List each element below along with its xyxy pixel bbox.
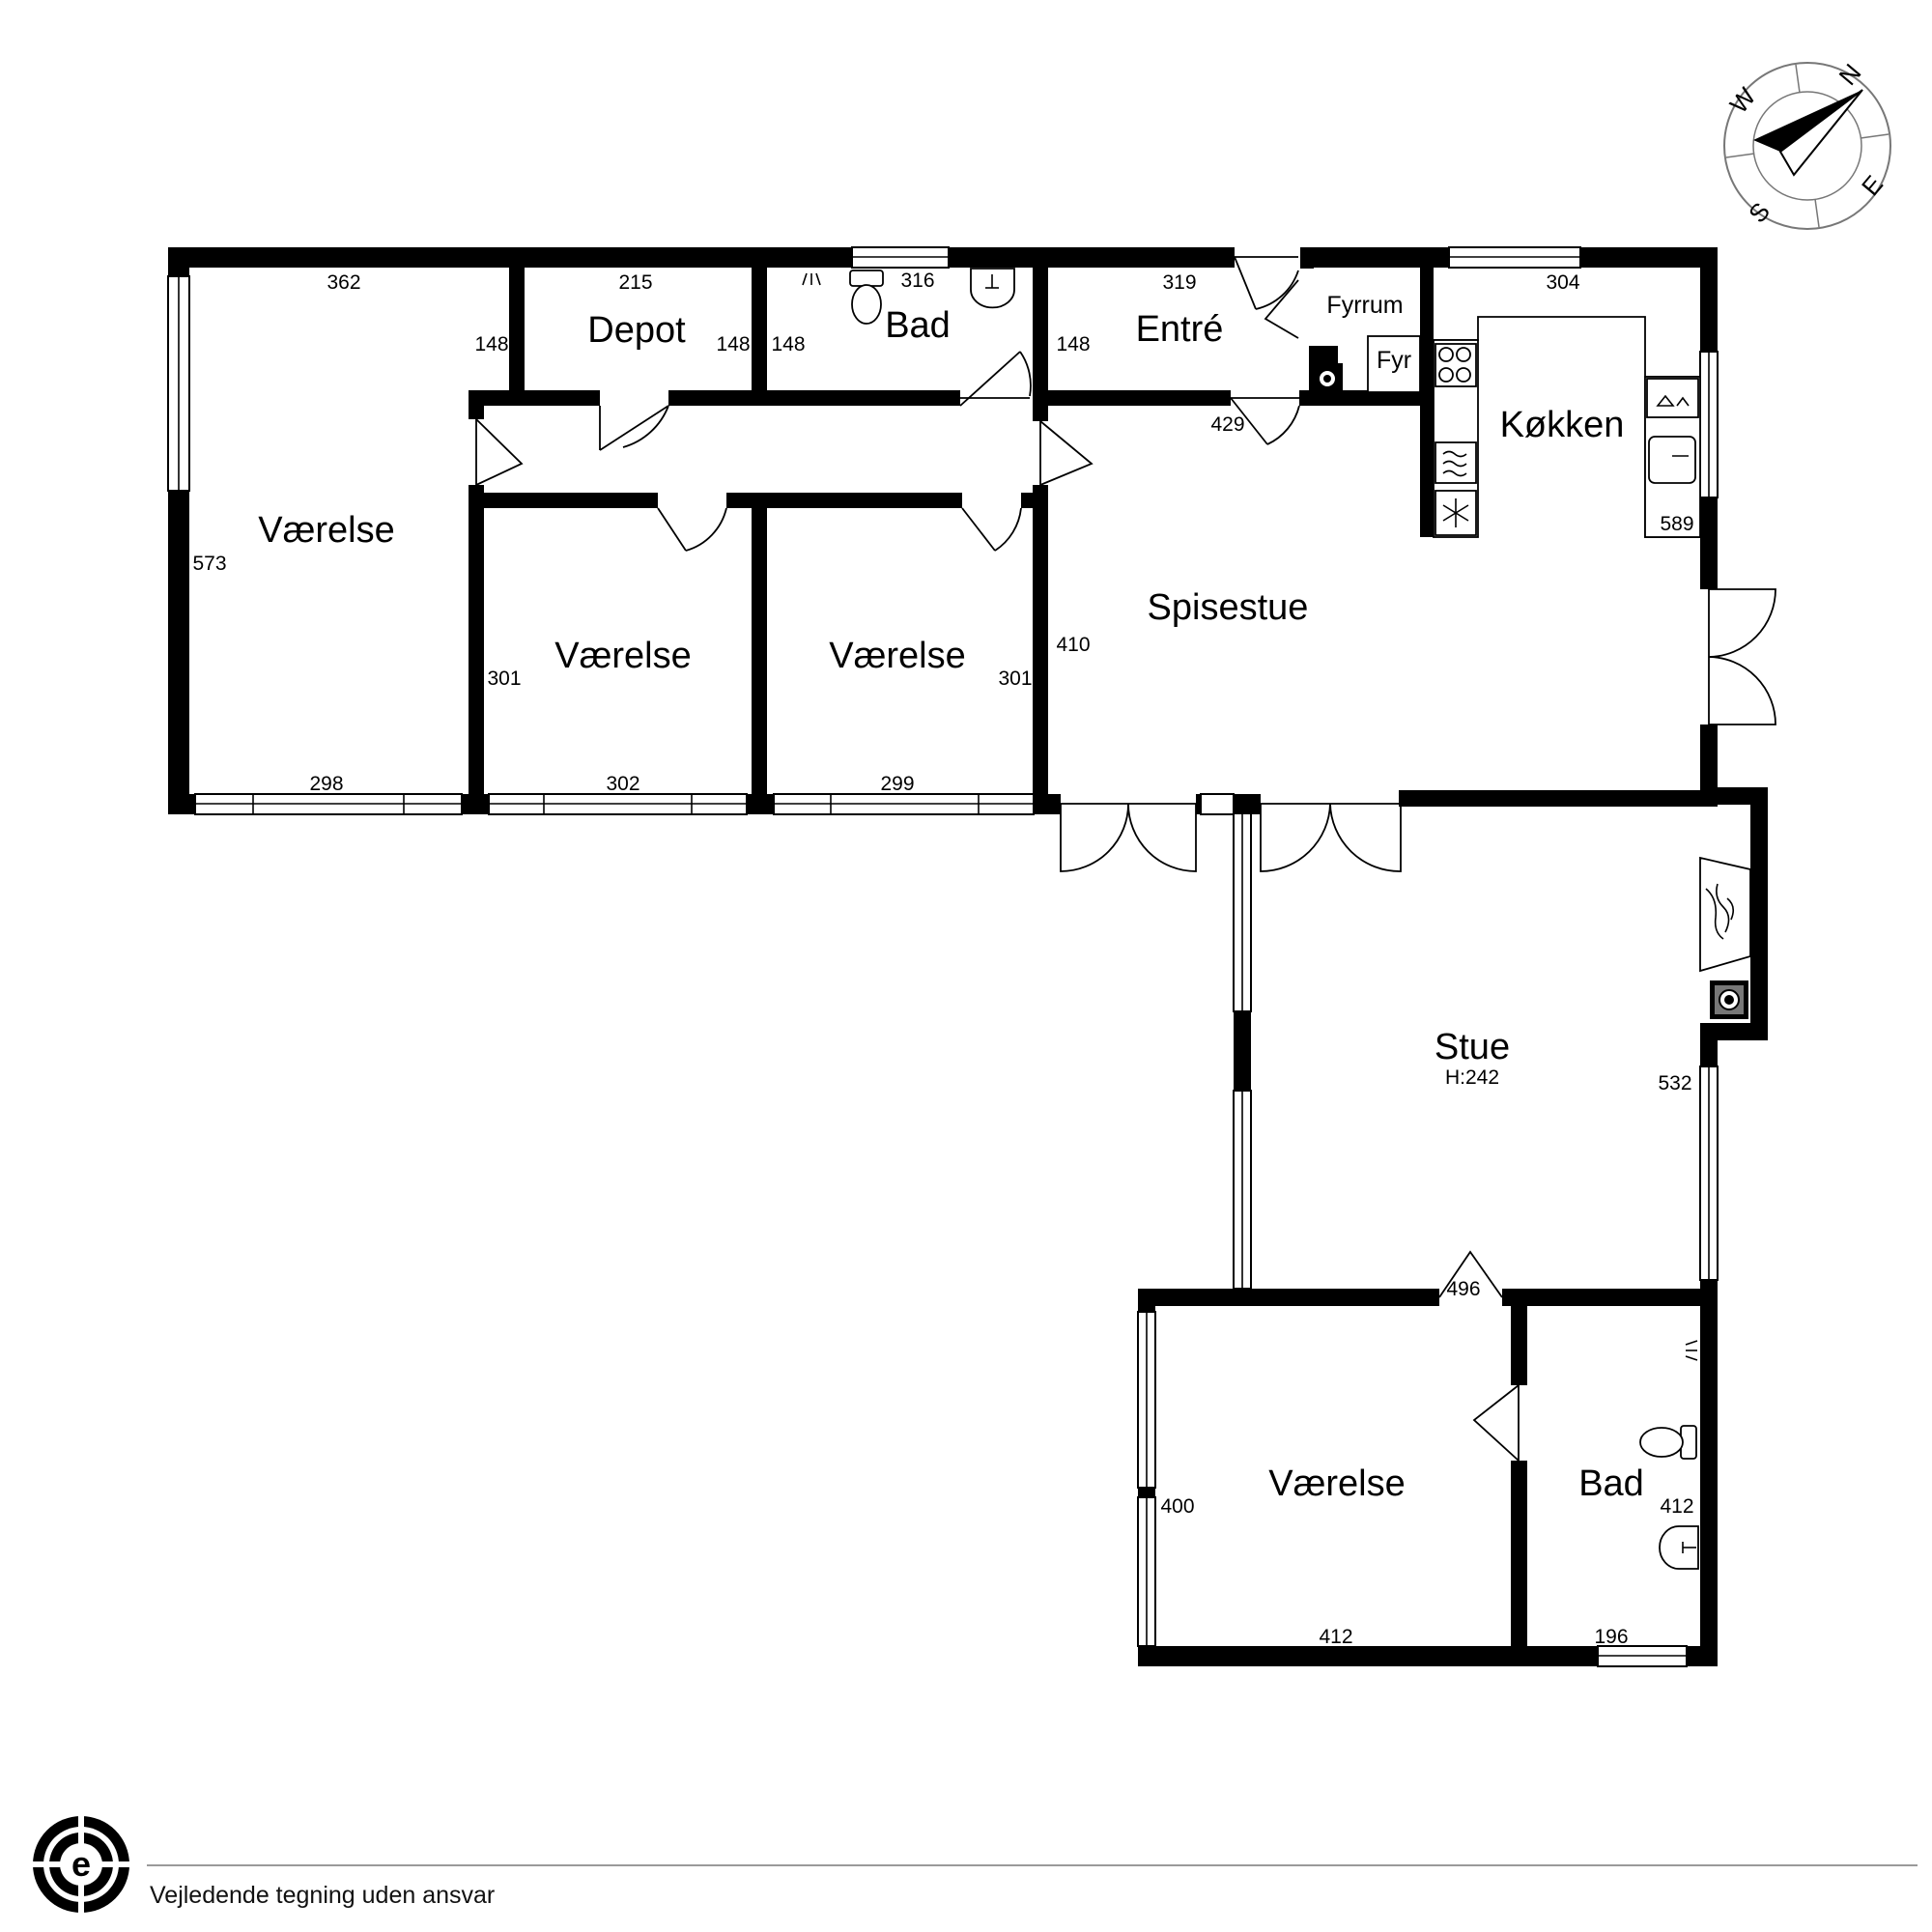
fixtures	[802, 268, 1751, 1570]
room-label-vaerelse-nw: Værelse	[258, 510, 395, 551]
dim-label: 532	[1658, 1072, 1691, 1094]
doors	[475, 256, 1776, 1462]
room-label-spisestue: Spisestue	[1148, 587, 1309, 628]
oven-icon	[1435, 441, 1477, 484]
dim-label: 148	[716, 333, 750, 355]
stove-icon	[1435, 343, 1477, 387]
shower-icon	[1685, 1340, 1698, 1361]
dim-label: 319	[1162, 271, 1196, 294]
dim-label: 589	[1660, 513, 1693, 535]
dim-label: 496	[1446, 1278, 1480, 1300]
toilet-icon	[1639, 1425, 1697, 1460]
dim-label: 148	[1056, 333, 1090, 355]
room-height-stue: H:242	[1445, 1066, 1499, 1089]
shower-icon	[802, 272, 821, 286]
dim-label: 429	[1210, 413, 1244, 436]
fireplace-icon	[1699, 856, 1751, 973]
room-label-fyr: Fyr	[1377, 347, 1411, 374]
dim-label: 301	[487, 668, 521, 690]
footer-divider	[147, 1864, 1918, 1866]
room-label-bad-top: Bad	[885, 305, 951, 346]
dim-label: 412	[1319, 1626, 1352, 1648]
room-label-stue: Stue	[1435, 1027, 1510, 1067]
walls	[168, 247, 1768, 1666]
room-label-entre: Entré	[1136, 309, 1224, 350]
sink-icon	[970, 268, 1015, 309]
dim-label: 215	[618, 271, 652, 294]
compass-rose: N E S W	[1723, 58, 1891, 230]
room-label-vaerelse-se: Værelse	[1268, 1463, 1406, 1504]
room-label-bad-bottom: Bad	[1578, 1463, 1644, 1504]
dim-label: 573	[192, 553, 226, 575]
dim-label: 302	[606, 773, 639, 795]
dim-label: 148	[474, 333, 508, 355]
room-labels: Værelse Depot Bad Entré Fyrrum Fyr Køkke…	[258, 292, 1644, 1504]
brand-logo-icon: e	[31, 1814, 131, 1915]
room-label-vaerelse-mid1: Værelse	[554, 636, 692, 676]
dim-label: 301	[998, 668, 1032, 690]
dim-label: 148	[771, 333, 805, 355]
dim-label: 362	[327, 271, 360, 294]
dim-label: 400	[1160, 1495, 1194, 1518]
dishwasher-icon	[1646, 378, 1699, 418]
freezer-icon	[1435, 490, 1477, 536]
dim-label: 298	[309, 773, 343, 795]
room-label-fyrrum: Fyrrum	[1326, 292, 1403, 319]
dimension-labels: 362 215 316 319 304 148 148 148 148 429 …	[192, 270, 1693, 1648]
room-label-depot: Depot	[587, 310, 686, 351]
dim-label: 316	[900, 270, 934, 292]
dim-label: 304	[1546, 271, 1579, 294]
room-label-vaerelse-mid2: Værelse	[829, 636, 966, 676]
dim-label: 412	[1660, 1495, 1693, 1518]
kitchen-sink-icon	[1648, 436, 1696, 484]
toilet-icon	[849, 270, 884, 325]
room-label-koekken: Køkken	[1500, 405, 1625, 445]
sink-icon	[1659, 1525, 1699, 1570]
compass-needle-icon	[1753, 90, 1862, 152]
logo-letter: e	[71, 1844, 91, 1884]
dim-label: 410	[1056, 634, 1090, 656]
chimney-icon	[1312, 363, 1748, 1019]
dim-label: 196	[1594, 1626, 1628, 1648]
windows	[167, 246, 1719, 1667]
dim-label: 299	[880, 773, 914, 795]
footer-disclaimer: Vejledende tegning uden ansvar	[150, 1882, 496, 1909]
